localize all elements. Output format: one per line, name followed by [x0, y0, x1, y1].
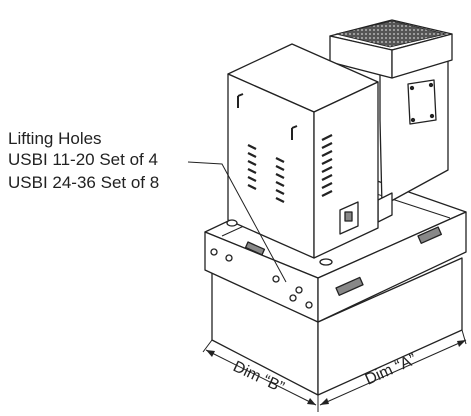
blower-housing — [329, 19, 453, 223]
leader-line — [187, 161, 287, 283]
dimension-lines — [202, 329, 467, 412]
dimension-arrowheads — [206, 340, 466, 405]
callout-line-1: USBI 11-20 Set of 4 — [8, 150, 158, 169]
grille-icon — [335, 20, 447, 48]
callout-title: Lifting Holes — [8, 129, 102, 148]
callout-line-2: USBI 24-36 Set of 8 — [8, 173, 159, 192]
main-cabinet — [226, 43, 379, 266]
